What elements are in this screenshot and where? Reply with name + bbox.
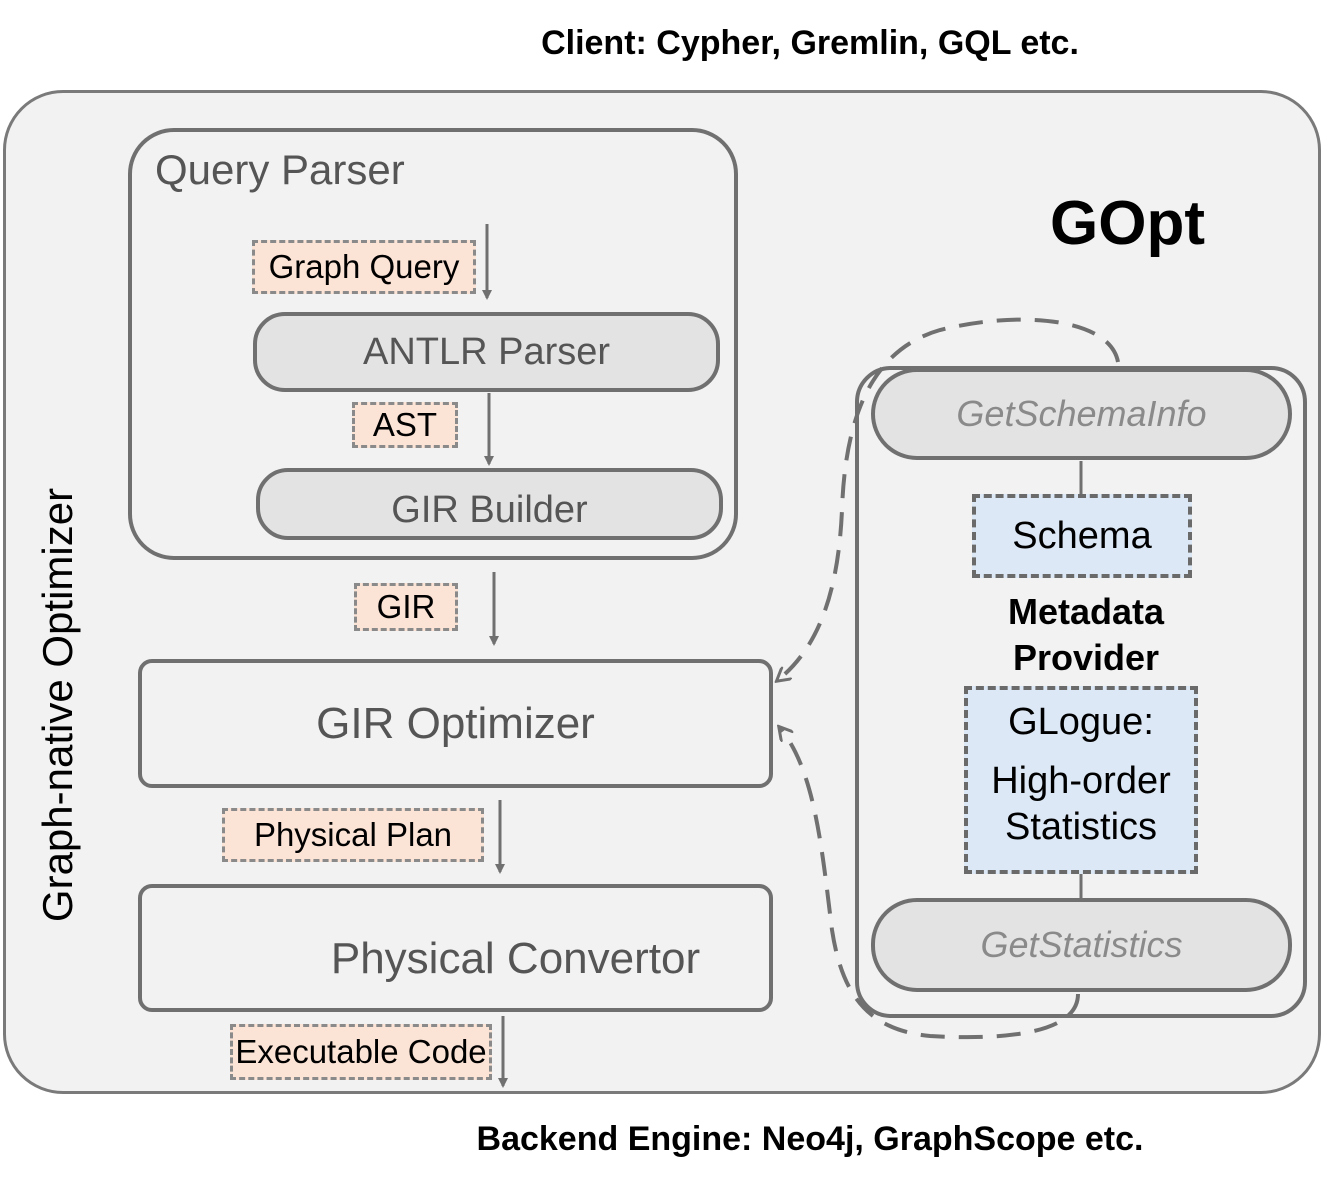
executable-code-tag: Executable Code [230, 1024, 492, 1080]
glogue-node: GLogue: High-order Statistics [964, 686, 1198, 874]
antlr-parser-node: ANTLR Parser [253, 312, 720, 392]
glogue-line-3: Statistics [1004, 805, 1158, 848]
gir-builder-node: GIR Builder [256, 468, 723, 540]
query-parser-box [128, 128, 738, 560]
dashed-schema-to-optimizer [778, 317, 1120, 680]
query-parser-title: Query Parser [155, 146, 405, 193]
glogue-line-2: High-order [991, 759, 1171, 802]
get-statistics-node: GetStatistics [871, 898, 1292, 992]
glogue-line-1: GLogue: [1008, 700, 1154, 743]
get-schema-info-node: GetSchemaInfo [871, 368, 1292, 460]
graph-query-tag: Graph Query [252, 240, 476, 294]
dashed-statistics-to-optimizer [780, 728, 1080, 1040]
client-label: Client: Cypher, Gremlin, GQL etc. [541, 23, 1079, 62]
schema-node: Schema [972, 494, 1192, 578]
physical-convertor-node: Physical Convertor [138, 884, 773, 1012]
metadata-provider-title-line1: Metadata [1007, 591, 1165, 632]
gir-tag: GIR [354, 583, 458, 631]
ast-tag: AST [352, 402, 458, 448]
physical-plan-tag: Physical Plan [222, 808, 484, 862]
backend-engine-label: Backend Engine: Neo4j, GraphScope etc. [476, 1119, 1144, 1158]
gopt-title: GOpt [1050, 189, 1205, 258]
metadata-provider-title-line2: Provider [1012, 637, 1160, 678]
gir-optimizer-node: GIR Optimizer [138, 659, 773, 788]
